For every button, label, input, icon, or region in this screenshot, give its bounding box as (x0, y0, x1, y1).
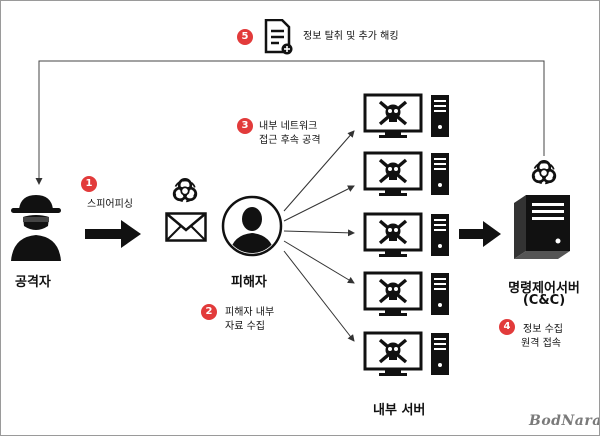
step-2-badge: 2 (201, 304, 217, 320)
fan-line-2 (283, 185, 355, 222)
step-3-label-line1: 내부 네트워크 (259, 121, 318, 132)
victim-avatar-icon (221, 195, 283, 261)
infected-server-3 (363, 212, 453, 262)
cc-server-sublabel: (C&C) (522, 293, 566, 308)
infected-server-2 (363, 151, 453, 201)
arrow-right-icon (459, 221, 501, 251)
fan-line-3 (283, 229, 355, 237)
step-1-badge: 1 (81, 176, 97, 192)
biohazard-icon (171, 177, 199, 209)
biohazard-icon (530, 159, 558, 191)
infected-server-5 (363, 331, 453, 381)
step-2-label-line2: 자료 수집 (225, 321, 265, 332)
hacker-icon (7, 193, 65, 267)
document-icon (263, 18, 293, 59)
cc-server-label: 명령제어서버 (508, 281, 580, 296)
step-5-label: 정보 탈취 및 추가 해킹 (303, 31, 399, 42)
exfil-loop-line (35, 60, 545, 185)
step-4-badge: 4 (499, 319, 515, 335)
step-4-label-line2: 원격 접속 (521, 338, 561, 349)
step-2-label-line1: 피해자 내부 (225, 307, 275, 318)
bodnara-logo: BodNara (529, 413, 600, 429)
step-3-badge: 3 (237, 118, 253, 134)
cc-server-tower-icon (512, 193, 574, 267)
attacker-label: 공격자 (15, 275, 51, 290)
fan-line-5 (283, 250, 355, 342)
envelope-icon (165, 212, 207, 246)
infected-server-4 (363, 271, 453, 321)
infected-server-1 (363, 93, 453, 143)
step-4-label-line1: 정보 수집 (523, 324, 563, 335)
step-1-label: 스피어피싱 (87, 199, 133, 210)
internal-servers-label: 내부 서버 (373, 403, 426, 418)
step-3-label-line2: 접근 후속 공격 (259, 135, 321, 146)
arrow-right-icon (85, 220, 141, 252)
fan-line-1 (283, 130, 355, 212)
step-5-badge: 5 (237, 29, 253, 45)
victim-label: 피해자 (231, 275, 267, 290)
fan-line-4 (283, 240, 355, 284)
